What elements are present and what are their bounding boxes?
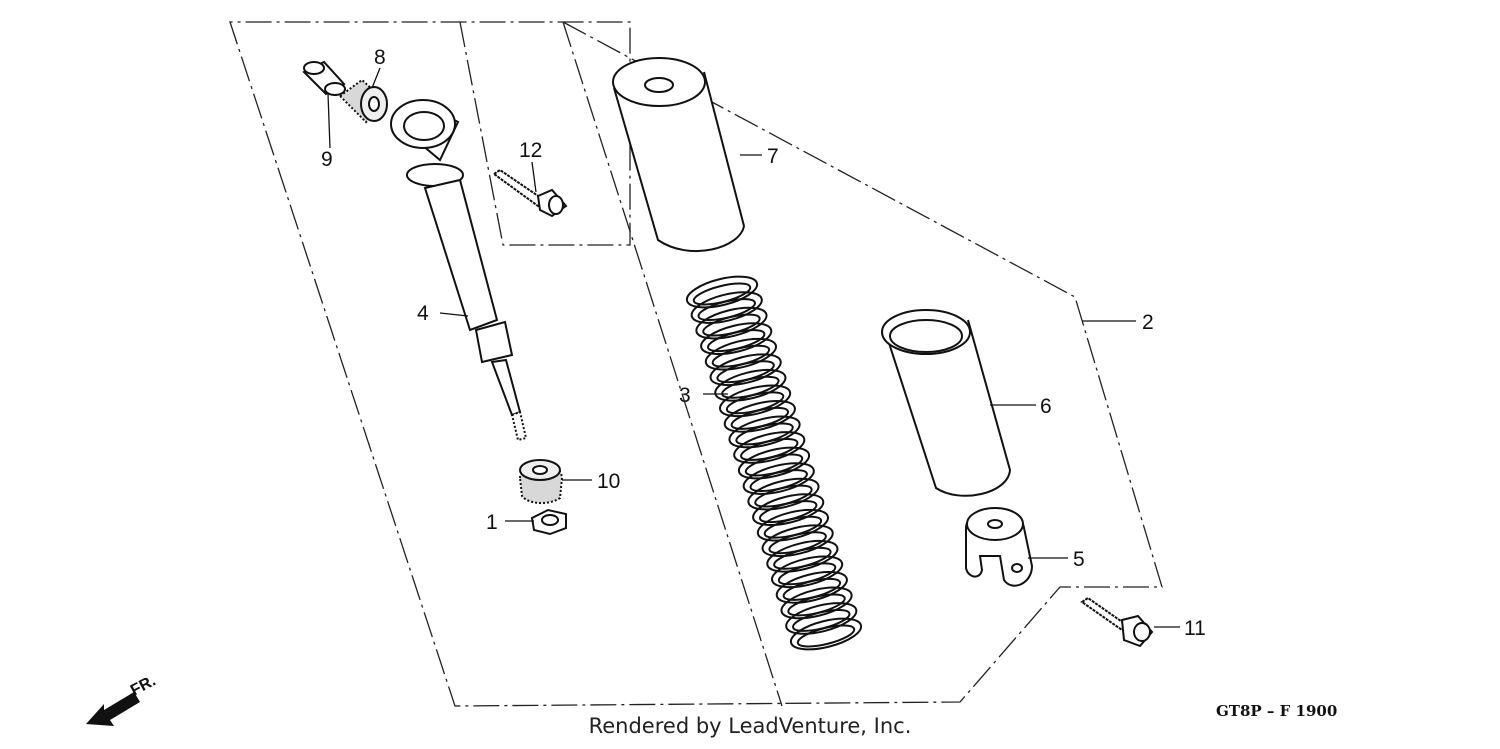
spring-coil [733,431,806,464]
spring-coil [685,275,759,309]
callout-6[interactable]: 6 [1040,395,1052,418]
callout-7[interactable]: 7 [767,145,779,168]
bolt-part-11[interactable] [1080,596,1154,648]
spring-coil [747,477,820,511]
front-arrow-icon [86,692,140,726]
spring-coil [742,462,815,495]
bushing-part-8[interactable] [338,78,388,124]
spring-coil [719,384,792,418]
spring-coil [700,322,773,355]
leader-lines [327,67,1180,628]
bolt-part-12[interactable] [492,168,568,218]
spring-coil [775,571,848,604]
spring-coil [752,493,825,526]
spring-coil [771,555,844,589]
spring-coil [785,602,858,635]
callout-11[interactable]: 11 [1184,617,1206,640]
spring-coil [690,291,763,324]
callout-labels: 8 9 12 4 3 7 2 6 5 11 10 1 [321,46,1206,640]
collar-part-9[interactable] [302,60,346,96]
callout-1[interactable]: 1 [486,511,498,534]
spring-coil [789,617,863,651]
callout-2[interactable]: 2 [1142,311,1154,334]
callout-9[interactable]: 9 [321,148,333,171]
spring-cover-part-6[interactable] [881,309,1012,497]
spring-coil [737,446,811,480]
callout-4[interactable]: 4 [417,302,429,325]
callout-10[interactable]: 10 [597,470,620,493]
spring-cover-part-7[interactable] [612,57,746,253]
coil-spring-part-3[interactable] [684,271,864,656]
callout-12[interactable]: 12 [519,139,542,162]
callout-8[interactable]: 8 [374,46,386,69]
spring-coil [709,353,782,387]
diagram-code: GT8P – F 1900 [1216,702,1338,720]
spring-coil [723,400,796,433]
callout-5[interactable]: 5 [1073,548,1085,571]
render-credit: Rendered by LeadVenture, Inc. [588,714,912,738]
bushing-part-10[interactable] [518,459,564,504]
bracket-part-5[interactable] [965,507,1034,587]
damper-part-4[interactable] [390,99,528,442]
spring-coil [780,586,853,620]
spring-coil [756,508,829,542]
spring-coil [761,524,834,558]
spring-coil [728,415,801,449]
spring-coil [766,539,839,573]
callout-3[interactable]: 3 [679,384,691,407]
spring-coil-inner [796,624,856,648]
assembly-outline [229,21,1163,707]
spring-coil [695,306,768,340]
spring-coil [704,337,777,371]
nut-part-1[interactable] [530,508,567,536]
